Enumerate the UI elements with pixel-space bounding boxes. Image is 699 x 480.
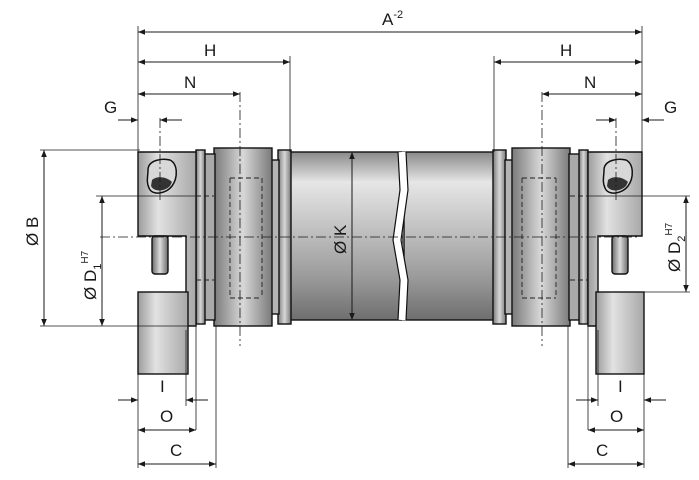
label-D1: Ø D1H7	[80, 250, 104, 300]
left-hub-assembly	[137, 147, 292, 375]
center-tube	[289, 151, 497, 321]
label-K: Ø K	[331, 224, 350, 254]
label-B: Ø B	[23, 217, 42, 246]
label-N-right: N	[584, 73, 596, 92]
dimension-lines	[41, 29, 689, 467]
label-C-left: C	[170, 441, 182, 460]
label-G-right: G	[664, 98, 677, 117]
break-line	[392, 151, 401, 321]
label-H-left: H	[204, 41, 216, 60]
right-clamp-screw	[611, 235, 629, 275]
left-clamp-piece	[137, 291, 189, 375]
right-screw-hole	[602, 158, 633, 194]
label-H-right: H	[560, 41, 572, 60]
label-C-right: C	[596, 441, 608, 460]
right-hub-assembly	[492, 147, 645, 375]
right-clamp-piece	[595, 291, 645, 375]
left-clamp-screw	[151, 235, 169, 275]
label-A: A-2	[382, 9, 403, 29]
center-lines	[100, 92, 640, 346]
label-I-left: I	[160, 377, 165, 396]
dimension-labels: A-2 H H N N G G Ø B Ø D1H7 Ø D2H7 Ø K I …	[23, 9, 688, 460]
label-I-right: I	[618, 377, 623, 396]
label-G-left: G	[104, 98, 117, 117]
label-O-left: O	[160, 407, 173, 426]
extension-lines	[40, 26, 690, 468]
label-N-left: N	[184, 73, 196, 92]
label-D2: Ø D2H7	[664, 222, 688, 272]
left-screw-hole	[146, 158, 177, 194]
label-O-right: O	[610, 407, 623, 426]
